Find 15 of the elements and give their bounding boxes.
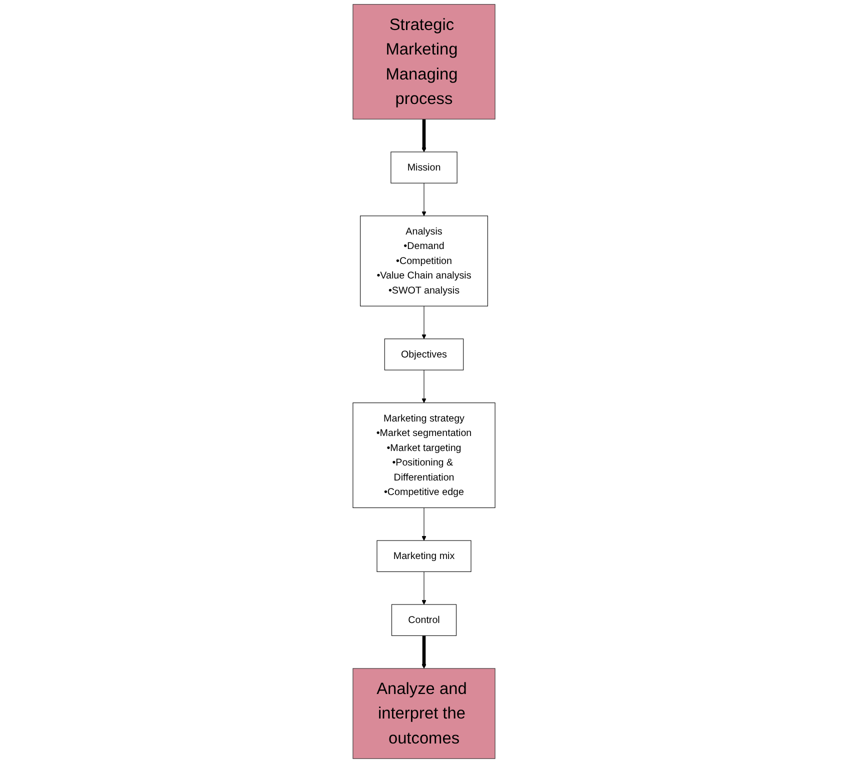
arrow [422,306,426,340]
arrow [422,571,426,605]
arrow [422,636,426,669]
node-box: Objectives [384,338,464,370]
node-box: Control [391,604,457,636]
node-box: Marketing strategy •Market segmentation •Market targeting •Positioning & Differentiation •Competitive edge [352,402,496,508]
arrow [422,119,426,152]
arrow [422,507,426,541]
arrow [422,182,426,216]
node-box: Strategic Marketing Managing process [352,4,496,120]
node-box: Mission [390,152,458,184]
arrow [422,370,426,404]
node-box: Analysis •Demand •Competition •Value Chain analysis •SWOT analysis [360,216,488,306]
node-box: Analyze and interpret the outcomes [352,668,496,759]
node-box: Marketing mix [376,540,472,572]
